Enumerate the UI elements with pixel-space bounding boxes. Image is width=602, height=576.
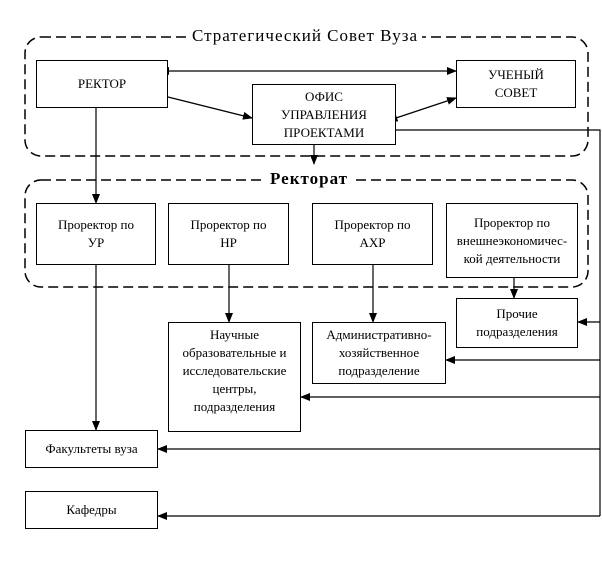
- admin-division-box: Административно- хозяйственное подраздел…: [312, 322, 446, 384]
- research-centers-box: Научные образовательные и исследовательс…: [168, 322, 301, 432]
- strategic-council-frame: [24, 36, 589, 157]
- office-feed-line: [396, 129, 601, 516]
- rector-office-arrow: [167, 96, 253, 120]
- vice-rector-ved-box: Проректор по внешнеэкономичес- кой деяте…: [446, 203, 578, 278]
- rector-box: РЕКТОР: [36, 60, 168, 108]
- office-council-arrow: [387, 97, 457, 122]
- rectorate-title: Ректорат: [266, 169, 352, 189]
- vice-rector-nr-box: Проректор по НР: [168, 203, 289, 265]
- project-office-box: ОФИС УПРАВЛЕНИЯ ПРОЕКТАМИ: [252, 84, 396, 145]
- vice-rector-ur-box: Проректор по УР: [36, 203, 156, 265]
- vice-rector-ahr-box: Проректор по АХР: [312, 203, 433, 265]
- rectorate-frame: [24, 179, 589, 288]
- other-divisions-box: Прочие подразделения: [456, 298, 578, 348]
- strategic-council-title: Стратегический Совет Вуза: [188, 26, 423, 46]
- faculties-box: Факультеты вуза: [25, 430, 158, 468]
- departments-box: Кафедры: [25, 491, 158, 529]
- academic-council-box: УЧЕНЫЙ СОВЕТ: [456, 60, 576, 108]
